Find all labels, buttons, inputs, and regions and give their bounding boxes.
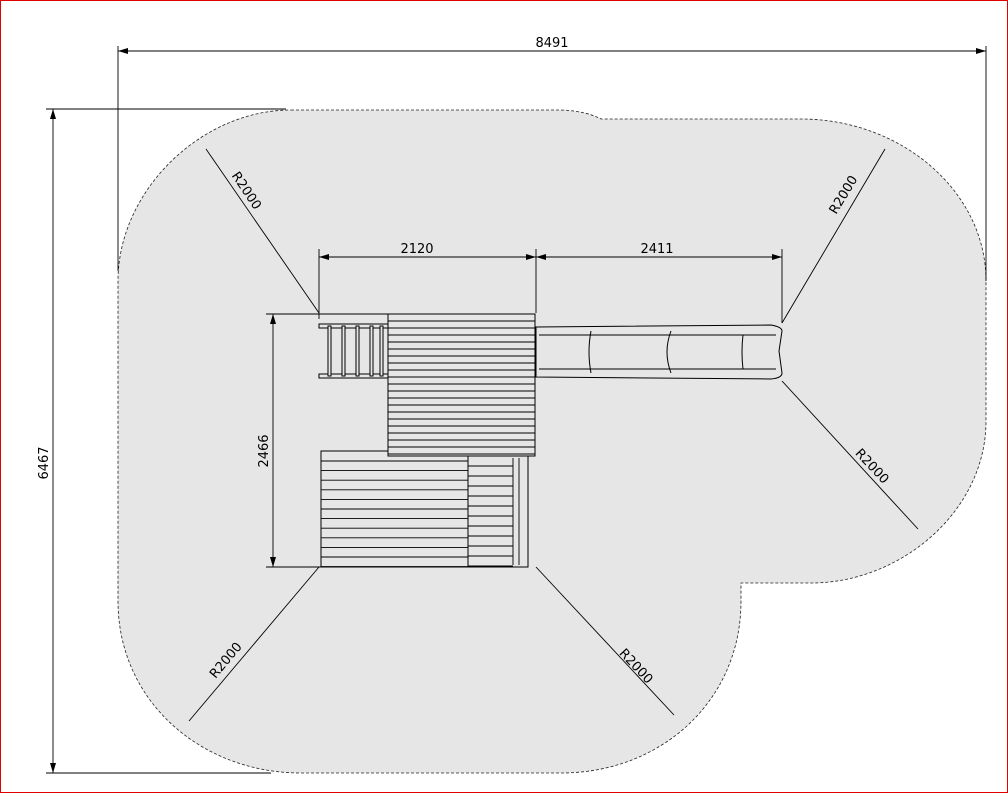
dimension-lines (46, 46, 987, 774)
tower-deck (387, 313, 536, 457)
safety-zone (117, 109, 987, 774)
dim-overall-height: 6467 (37, 446, 52, 479)
play-structure (318, 313, 783, 568)
dim-structure-depth: 2466 (257, 434, 272, 467)
slide (535, 324, 783, 380)
dim-slide-length: 2411 (640, 242, 673, 257)
deck-slats (321, 320, 535, 568)
dim-tower-width: 2120 (400, 242, 433, 257)
ladder (318, 323, 390, 379)
dim-overall-width: 8491 (535, 36, 568, 51)
lower-side-panel (467, 455, 529, 568)
arrowheads (50, 48, 986, 773)
